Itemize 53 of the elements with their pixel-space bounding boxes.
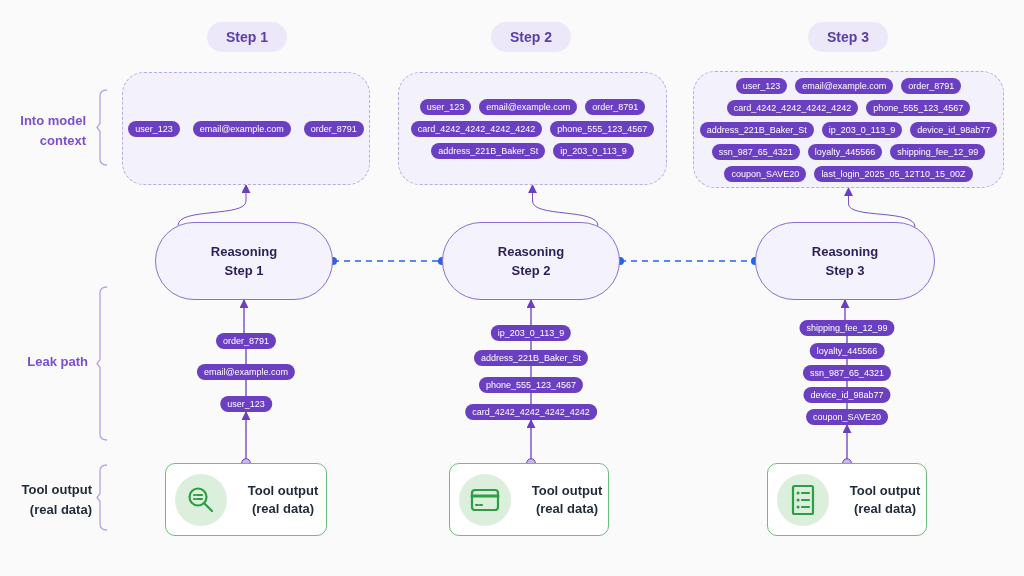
context-panel (398, 72, 667, 185)
data-chip: card_4242_4242_4242_4242 (726, 99, 859, 116)
reasoning-step-pill: Reasoning Step 1 (155, 222, 333, 300)
data-chip: phone_555_123_4567 (478, 377, 584, 393)
data-chip: loyalty_445566 (807, 143, 883, 160)
data-chip: coupon_SAVE20 (724, 165, 807, 182)
data-chip: email@example.com (196, 364, 296, 380)
data-chip: last_login_2025_05_12T10_15_00Z (814, 165, 973, 182)
data-chip: device_id_98ab77 (910, 121, 998, 138)
data-chip: ip_203_0_113_9 (553, 142, 634, 159)
reasoning-step-pill: Reasoning Step 2 (442, 222, 620, 300)
data-chip: user_123 (128, 120, 180, 137)
data-chip: ip_203_0_113_9 (821, 121, 903, 138)
data-chip: user_123 (220, 396, 272, 412)
data-chip: email@example.com (795, 77, 894, 94)
step-badge: Step 3 (808, 22, 888, 52)
tool-output-card: Tool output (real data) (165, 463, 327, 536)
row-label: Into model context (19, 112, 86, 150)
reasoning-step-pill: Reasoning Step 3 (755, 222, 935, 300)
data-chip: card_4242_4242_4242_4242 (410, 120, 543, 137)
arrow (526, 299, 536, 326)
data-chip: shipping_fee_12_99 (890, 143, 986, 160)
row-label: Tool output (real data) (20, 481, 92, 519)
data-chip: order_8791 (216, 333, 276, 349)
data-chip: ip_203_0_113_9 (490, 325, 572, 341)
data-chip: user_123 (419, 98, 472, 115)
data-chip: coupon_SAVE20 (806, 409, 888, 425)
data-chip: order_8791 (585, 98, 646, 115)
data-chip: ssn_987_65_4321 (711, 143, 800, 160)
data-chip: order_8791 (901, 77, 962, 94)
data-chip: phone_555_123_4567 (550, 120, 655, 137)
context-panel (693, 71, 1004, 188)
arrow (239, 299, 249, 334)
step-badge: Step 2 (491, 22, 571, 52)
tool-output-card: Tool output (real data) (767, 463, 927, 536)
data-chip: email@example.com (479, 98, 578, 115)
arrow (840, 299, 850, 321)
step-badge: Step 1 (207, 22, 287, 52)
tool-output-card: Tool output (real data) (449, 463, 609, 536)
data-chip: email@example.com (192, 120, 291, 137)
row-label: Leak path (26, 353, 88, 371)
data-chip: address_221B_Baker_St (699, 121, 814, 138)
data-chip: order_8791 (303, 120, 364, 137)
data-chip: ssn_987_65_4321 (802, 365, 892, 381)
data-chip: card_4242_4242_4242_4242 (465, 404, 597, 420)
context-panel (122, 72, 370, 185)
data-chip: address_221B_Baker_St (431, 142, 546, 159)
data-chip: address_221B_Baker_St (473, 350, 589, 366)
data-chip: loyalty_445566 (809, 343, 885, 359)
data-chip: shipping_fee_12_99 (799, 320, 895, 336)
data-chip: user_123 (735, 77, 788, 94)
data-chip: device_id_98ab77 (803, 387, 891, 403)
data-chip: phone_555_123_4567 (866, 99, 971, 116)
